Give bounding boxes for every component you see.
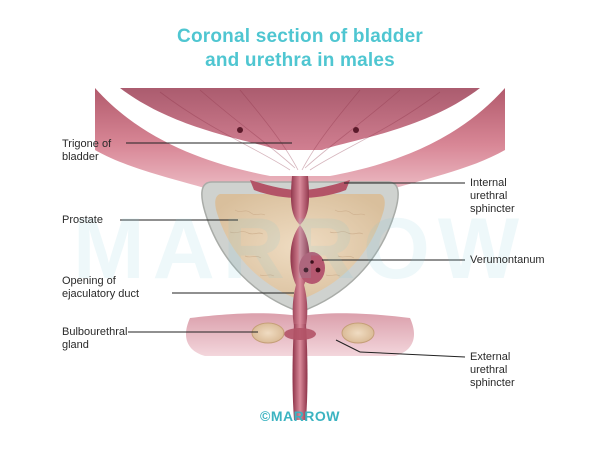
label-prostate: Prostate [62, 214, 103, 226]
label-trigone: Trigone of bladder [62, 138, 112, 163]
bladder-wall [95, 88, 505, 192]
ejaculatory-duct-left [303, 267, 309, 273]
bladder-striations [159, 89, 441, 171]
prostatic-utricle [310, 260, 314, 264]
prostatic-urethra [290, 176, 310, 326]
diagram-title-line-2: and urethra in males [205, 50, 395, 71]
diagram-title-line-1: Coronal section of bladder [177, 26, 423, 47]
leader-external-sphincter [335, 339, 361, 353]
label-internal-sphincter: Internal urethral sphincter [470, 177, 515, 215]
ejaculatory-duct-right [315, 267, 321, 273]
ureteric-orifice-right [353, 127, 359, 133]
membranous-urethra [292, 324, 308, 420]
internal-sphincter-ring [250, 180, 350, 198]
footer-brand: ©MARROW [260, 408, 340, 424]
label-bulbourethral-gland: Bulbourethral gland [62, 326, 128, 351]
prostate-texture [229, 209, 366, 277]
bulbourethral-gland-right [341, 322, 375, 344]
label-external-sphincter: External urethral sphincter [470, 351, 515, 389]
watermark: MARROW [72, 201, 528, 297]
label-ejaculatory-duct: Opening of ejaculatory duct [62, 275, 140, 300]
bulbourethral-gland-left [251, 322, 285, 344]
label-verumontanum: Verumontanum [470, 254, 545, 266]
ureteric-orifice-left [237, 127, 243, 133]
leader-external-sphincter-2 [359, 351, 466, 358]
external-sphincter-ring [284, 328, 316, 340]
trigone-surface [120, 88, 480, 150]
verumontanum-mound [299, 252, 325, 284]
